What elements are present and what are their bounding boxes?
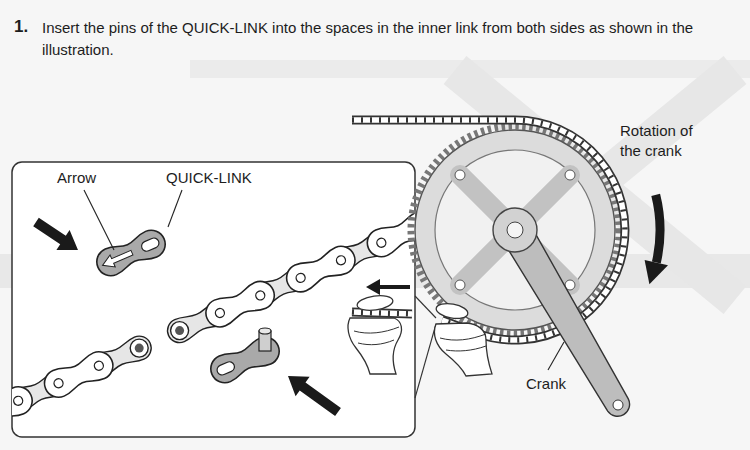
chain-pins <box>352 312 412 314</box>
outer-link <box>12 382 37 436</box>
quick-link-plate-body <box>206 333 283 387</box>
rotation-arrow <box>656 195 660 263</box>
hand <box>348 318 401 374</box>
thumb <box>435 301 469 320</box>
chain <box>352 120 625 340</box>
quick-link-plate <box>206 333 283 387</box>
hand <box>434 323 492 376</box>
chainring-bolt <box>455 170 465 180</box>
leader-line <box>84 190 114 250</box>
chainring-bolt <box>565 170 575 180</box>
roller-hole <box>175 326 184 335</box>
keyhole-slot <box>215 360 235 376</box>
chain-body <box>352 312 412 314</box>
keyhole-slot <box>140 236 160 252</box>
part-label: Crank <box>526 374 566 394</box>
chain-pins <box>352 120 625 340</box>
pedal-hole <box>613 400 623 410</box>
push-arrow <box>288 376 341 416</box>
direction-arrow-mark <box>100 247 135 272</box>
roller-hole <box>135 344 144 353</box>
callout-line <box>415 324 436 398</box>
instruction-text: Insert the pins of the QUICK-LINK into t… <box>42 17 712 61</box>
push-arrow <box>33 218 78 250</box>
part-label: Arrow <box>57 168 96 188</box>
pin-top <box>259 328 271 334</box>
part-label: QUICK-LINK <box>166 168 252 188</box>
crank-bolt <box>507 222 523 238</box>
outer-link <box>40 347 117 401</box>
thumb <box>356 294 394 313</box>
direction-label: Rotation of the crank <box>620 121 715 161</box>
crank-hub <box>493 208 537 252</box>
step-number: 1. <box>14 16 28 38</box>
leader-line <box>168 190 182 227</box>
leader-line <box>548 342 564 370</box>
chainring-cutout <box>435 150 595 310</box>
inset-chain <box>12 190 415 437</box>
chain-body <box>352 120 625 340</box>
chain-outline <box>352 312 412 314</box>
outer-link <box>282 242 359 296</box>
pull-arrow <box>378 285 410 289</box>
open-roller <box>130 339 148 357</box>
chainring-bolt <box>455 280 465 290</box>
chain-outline <box>352 120 625 340</box>
finger-line <box>354 327 399 345</box>
pull-arrow-head <box>366 279 380 295</box>
chainring-teeth <box>411 126 619 334</box>
finger-line <box>440 334 486 351</box>
inset-frame <box>12 162 415 437</box>
quick-link-plate <box>92 226 169 280</box>
rotation-arrow-head <box>645 260 668 284</box>
open-roller <box>171 322 189 340</box>
outer-link <box>202 277 279 331</box>
outer-link <box>363 207 415 261</box>
chainring <box>415 130 615 330</box>
quick-link-plate-body <box>92 226 169 280</box>
